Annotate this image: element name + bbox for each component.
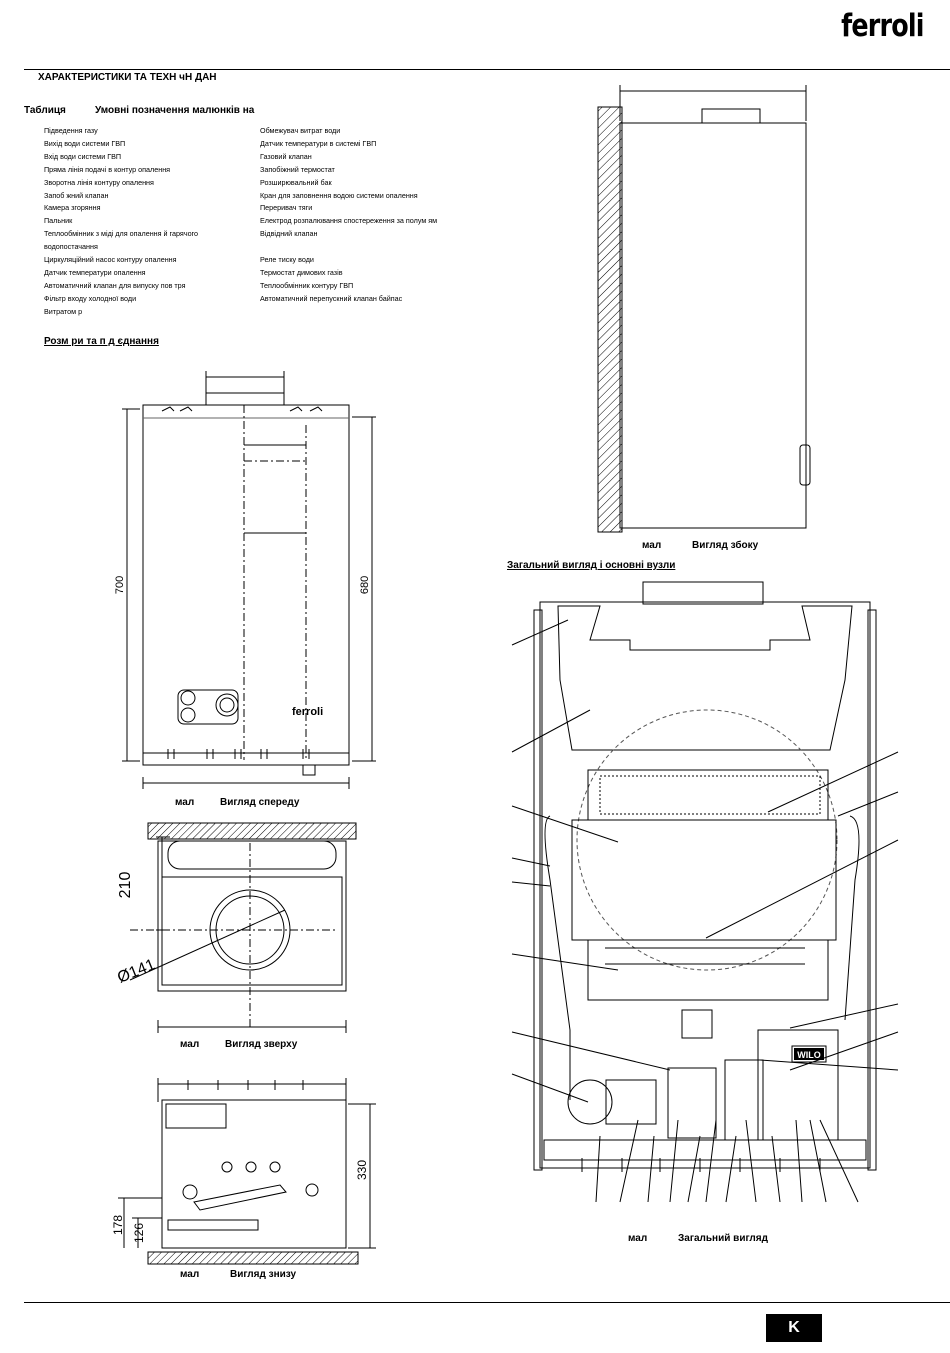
table-label: Таблиця (24, 105, 66, 116)
legend-item: Датчик температури в системі ГВП (260, 138, 377, 148)
legend-item: Термостат димових газів (260, 267, 343, 277)
general-caption-fig: мал (628, 1233, 648, 1244)
top-caption-title: Вигляд зверху (225, 1039, 298, 1050)
front-brand-mark: ferroli (292, 706, 323, 718)
legend-item: Циркуляційний насос контуру опалення (44, 255, 177, 265)
general-section-heading: Загальний вигляд і основні вузли (507, 560, 676, 571)
legend-item: Відвідний клапан (260, 229, 318, 239)
dimensions-title: Розм ри та п д єднання (44, 336, 159, 347)
legend-item: Витратом р (44, 306, 83, 316)
general-view-drawing: WILO (511, 581, 899, 1203)
general-caption-title: Загальний вигляд (678, 1233, 768, 1244)
legend-item: Розширювальний бак (260, 177, 332, 187)
legend-item (260, 241, 437, 254)
legend-item: Датчик температури опалення (44, 267, 146, 277)
front-dim-680: 680 (359, 576, 371, 594)
legend-item: Автоматичний перепускний клапан байпас (260, 293, 403, 303)
legend-item: Вихід води системи ГВП (44, 138, 126, 148)
bottom-caption-fig: мал (180, 1269, 200, 1280)
top-caption-fig: мал (180, 1039, 200, 1050)
section-title: ХАРАКТЕРИСТИКИ ТА ТЕХН чН ДАН (38, 72, 217, 83)
legend-item: Запобіжний термостат (260, 164, 335, 174)
legend-item: Камера згоряння (44, 203, 101, 213)
legend-item: Пряма лінія подачі в контур опалення (44, 164, 171, 174)
bottom-dim-178: 178 (111, 1215, 125, 1235)
legend-item: Обмежувач витрат води (260, 126, 341, 135)
front-caption-fig: мал (175, 797, 195, 808)
legend-item: Кран для заповнення водою системи опален… (260, 190, 418, 200)
side-caption-title: Вигляд збоку (692, 540, 759, 551)
legend-item: Теплообмінник з міді для опалення й гаря… (44, 229, 199, 239)
bottom-dim-126: 126 (132, 1223, 146, 1243)
legend-item: водопостачання (44, 242, 98, 252)
top-dim-210: 210 (117, 872, 134, 899)
side-caption-fig: мал (642, 540, 662, 551)
legend-item: Електрод розпалювання спостереження за п… (260, 216, 438, 226)
footer-rule (24, 1302, 950, 1303)
legend-item: Автоматичний клапан для випуску пов тря (44, 280, 186, 290)
legend-item: Фільтр входу холодної води (44, 293, 137, 303)
legend-item: Зворотна лінія контуру опалення (44, 177, 154, 187)
legend-item: Пальник (44, 216, 73, 226)
bottom-caption-title: Вигляд знизу (230, 1269, 297, 1280)
legend-item: Газовий клапан (260, 151, 312, 161)
front-caption-title: Вигляд спереду (220, 797, 300, 808)
legend-item: Переривач тяги (260, 203, 313, 213)
legend-item: Запоб жний клапан (44, 190, 109, 200)
bottom-dim-330: 330 (355, 1160, 369, 1180)
legend-item: Теплообмінник контуру ГВП (260, 280, 354, 290)
legend-item: Підведення газу (44, 126, 98, 135)
side-view-drawing (597, 85, 811, 533)
bottom-view-drawing: 330 178 126 (111, 1078, 376, 1265)
table-title: Умовні позначення малюнків на (95, 105, 255, 116)
header-rule (24, 69, 950, 70)
brand-logo: ferroli (841, 8, 924, 44)
page-marker: K (766, 1314, 822, 1342)
legend-item: Вхід води системи ГВП (44, 151, 122, 161)
front-view-drawing: ferroli 700 680 (114, 371, 376, 789)
top-dim-diam: Ø141 (115, 956, 158, 986)
top-view-drawing: 210 Ø141 (115, 822, 357, 1033)
front-dim-700: 700 (114, 576, 126, 594)
general-wilo-label: WILO (797, 1050, 821, 1060)
legend-item: Реле тиску води (260, 255, 314, 265)
